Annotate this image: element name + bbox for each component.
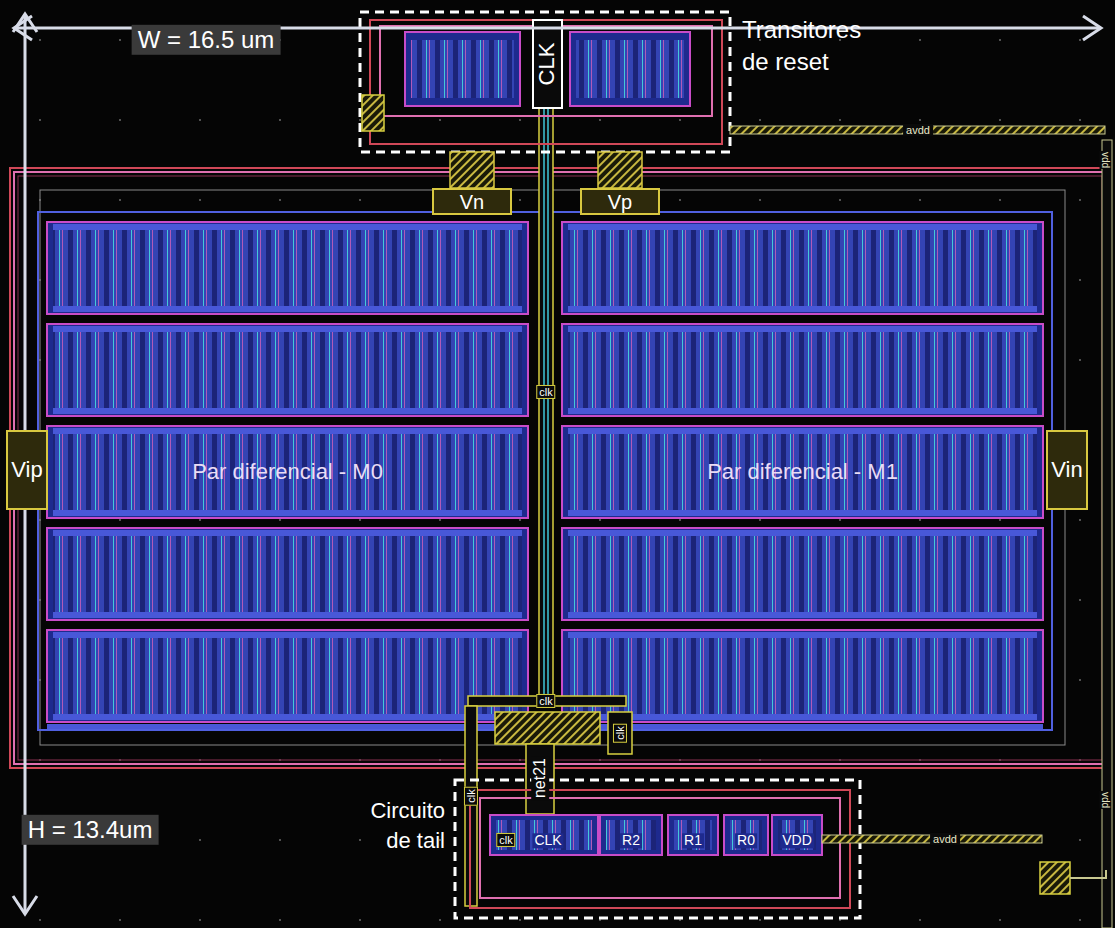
dimension-label: W = 16.5 um bbox=[132, 25, 281, 55]
pin-box: Vn bbox=[432, 188, 512, 215]
net-label: clk bbox=[496, 833, 515, 847]
supply-wires bbox=[730, 126, 1112, 928]
pin-box: Vp bbox=[580, 188, 660, 215]
pin-name: VDD bbox=[780, 833, 814, 848]
block-label: Par diferencial - M1 bbox=[707, 459, 898, 485]
reset-transistors bbox=[360, 12, 730, 152]
pin-name: R1 bbox=[682, 833, 704, 848]
net-label: vdd bbox=[1100, 791, 1111, 809]
net-label: clk bbox=[536, 385, 555, 399]
net-label: clk bbox=[536, 694, 555, 708]
dimension-arrows bbox=[13, 14, 1101, 914]
well-rings bbox=[10, 168, 1110, 768]
net-label: clk bbox=[613, 723, 627, 742]
pin-name: Vin bbox=[1051, 459, 1082, 481]
tail-region: Circuito de tail bbox=[455, 780, 860, 918]
dimension-label: H = 13.4um bbox=[22, 815, 159, 845]
block-label: Par diferencial - M0 bbox=[192, 459, 383, 485]
net-label: vdd bbox=[1100, 151, 1111, 169]
pin-name: CLK bbox=[532, 833, 563, 848]
net-label: avdd bbox=[930, 833, 960, 845]
metal-wire bbox=[450, 152, 494, 188]
net-label: net21 bbox=[531, 756, 549, 800]
clk-wire bbox=[465, 105, 632, 906]
pin-name: Vn bbox=[460, 192, 484, 212]
tail-transistors bbox=[455, 780, 860, 918]
diff-pair-block: Par diferencial - M1 bbox=[560, 220, 1045, 725]
pin-box: Vin bbox=[1046, 430, 1088, 510]
diff-pair-block: Par diferencial - M0 bbox=[45, 220, 530, 725]
pin-name: R0 bbox=[735, 833, 757, 848]
pin-name: Vp bbox=[608, 192, 632, 212]
signal-name: CLK bbox=[535, 43, 559, 86]
region-heading: Transitores de reset bbox=[742, 14, 892, 79]
net-label: clk bbox=[464, 786, 478, 805]
region-heading: Circuito de tail bbox=[345, 796, 445, 855]
pin-name: Vip bbox=[11, 459, 42, 481]
pin-box: Vip bbox=[6, 430, 48, 510]
metal-wire bbox=[598, 152, 642, 188]
pin-name: R2 bbox=[620, 833, 642, 848]
net-label: avdd bbox=[903, 124, 933, 136]
